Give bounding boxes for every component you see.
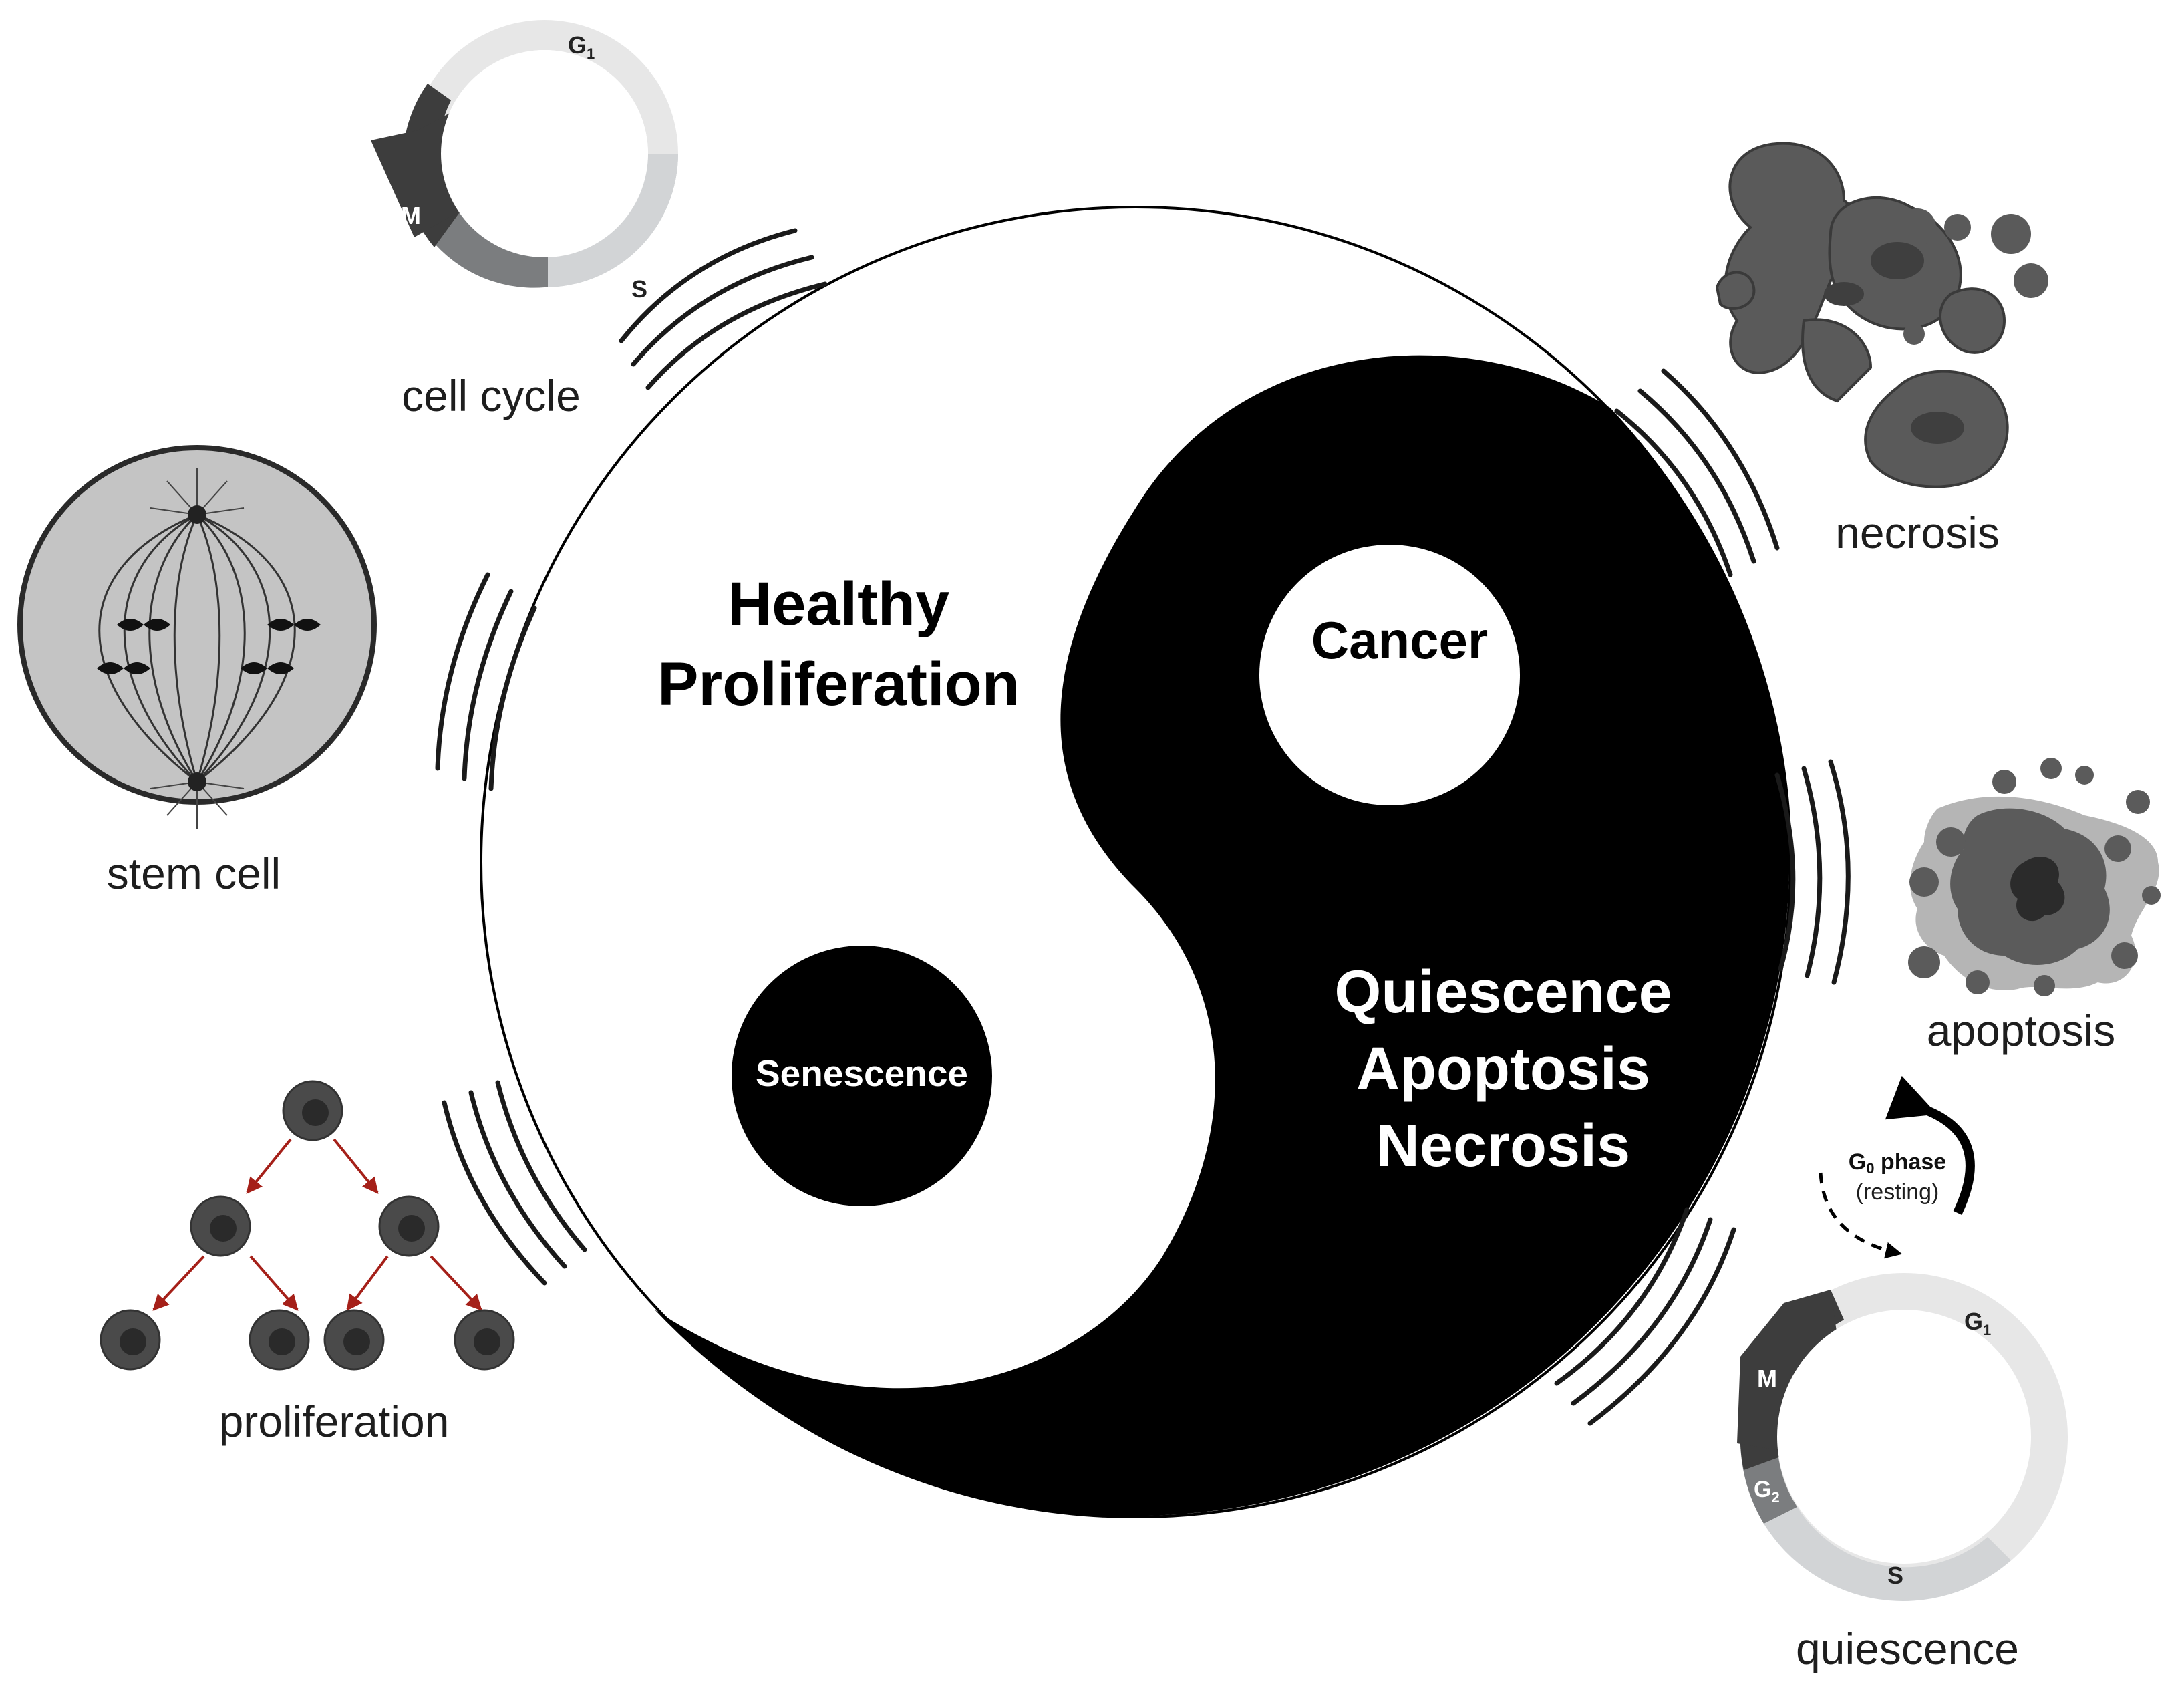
- cell-cycle-s: S: [631, 275, 647, 303]
- stem-cell-icon: stem cell: [17, 445, 377, 898]
- quiescence-s: S: [1887, 1562, 1903, 1589]
- svg-text:G1: G1: [1964, 1308, 1991, 1338]
- quiescence-g1-sub: 1: [1983, 1322, 1991, 1338]
- healthy-label: Healthy: [728, 570, 949, 638]
- g0-note: (resting): [1856, 1179, 1939, 1205]
- cancer-label: Cancer: [1311, 611, 1488, 670]
- cell-cycle-m: M: [401, 202, 421, 229]
- g0-solid-arrow: [1885, 1075, 1975, 1216]
- senescence-label: Senescence: [756, 1052, 968, 1094]
- svg-text:G0 phase: G0 phase: [1849, 1149, 1946, 1177]
- svg-text:G1: G1: [568, 31, 595, 62]
- necrosis-main-label: Necrosis: [1376, 1113, 1630, 1179]
- cell-cycle-g1-sub: 1: [587, 45, 595, 62]
- g0-main: G: [1849, 1149, 1866, 1175]
- quiescence-g1: G: [1964, 1308, 1983, 1335]
- quiescence-icon: G0 phase (resting) G1 S G2 M quiescence: [1737, 1075, 2068, 1673]
- motion-arcs: [435, 228, 1851, 1426]
- g0-dashed-arrow: [1819, 1172, 1903, 1259]
- cell-cycle-g1: G: [568, 31, 587, 59]
- yin-yang: Healthy Proliferation Cancer Senescence …: [480, 206, 1792, 1518]
- stem-cell-label: stem cell: [107, 849, 281, 898]
- svg-text:G2: G2: [1754, 1477, 1780, 1506]
- cell-cycle-g2: G: [471, 292, 490, 319]
- apoptosis-icon: apoptosis: [1908, 758, 2161, 1055]
- quiescence-main-label: Quiescence: [1334, 959, 1672, 1026]
- senescence-dot: [732, 946, 992, 1206]
- g0-sub: 0: [1866, 1160, 1874, 1177]
- proliferation-icon: proliferation: [100, 1080, 515, 1446]
- quiescence-m: M: [1757, 1365, 1777, 1392]
- quiescence-g2-sub: 2: [1771, 1489, 1779, 1506]
- cell-cycle-icon: G1 S G2 M cell cycle: [371, 20, 679, 420]
- apoptosis-main-label: Apoptosis: [1356, 1036, 1650, 1103]
- apoptosis-label: apoptosis: [1927, 1006, 2116, 1055]
- cancer-dot: [1259, 545, 1520, 805]
- necrosis-label: necrosis: [1835, 508, 2000, 557]
- svg-text:G2: G2: [471, 292, 498, 323]
- cell-cycle-label: cell cycle: [402, 371, 581, 420]
- necrosis-icon: necrosis: [1715, 142, 2048, 557]
- cell-cycle-g2-sub: 2: [490, 306, 498, 323]
- quiescence-label: quiescence: [1796, 1624, 2019, 1673]
- proliferation-label: proliferation: [219, 1397, 450, 1446]
- quiescence-g2: G: [1754, 1477, 1771, 1502]
- g0-rest: phase: [1874, 1149, 1946, 1175]
- proliferation-main-label: Proliferation: [657, 650, 1020, 718]
